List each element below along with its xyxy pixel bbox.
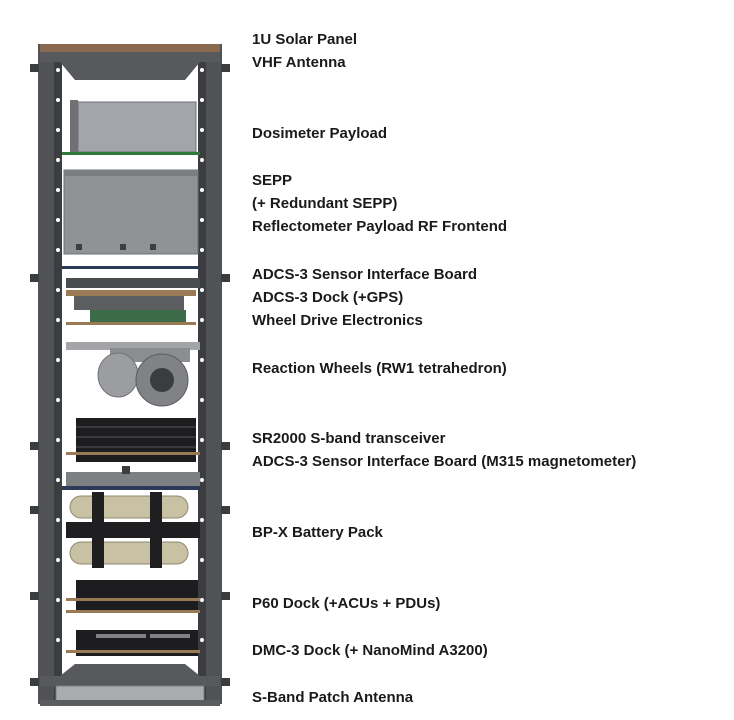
label-solar-panel-vhf: 1U Solar Panel VHF Antenna	[252, 28, 357, 74]
adcs-copper-rail	[66, 322, 196, 325]
battery-cell-top	[69, 495, 189, 519]
battery-plate-top	[62, 486, 200, 490]
adcs-sensor-board	[66, 278, 200, 288]
label-sband-transceiver: SR2000 S-band transceiver ADCS-3 Sensor …	[252, 427, 636, 473]
label-line: Reaction Wheels (RW1 tetrahedron)	[252, 360, 507, 377]
label-reaction-wheels: Reaction Wheels (RW1 tetrahedron)	[252, 357, 507, 380]
label-line: Dosimeter Payload	[252, 125, 388, 142]
right-rail-inner	[198, 50, 206, 700]
reaction-wheel-hub	[150, 368, 174, 392]
battery-cell-bottom	[69, 541, 189, 565]
left-rail-inner	[54, 50, 62, 700]
bottom-frame	[40, 664, 220, 686]
magnetometer-chip	[122, 466, 130, 474]
label-sepp: SEPP (+ Redundant SEPP) Reflectometer Pa…	[252, 169, 507, 238]
wheel-drive-pcb	[90, 310, 186, 322]
transceiver-copper	[66, 452, 200, 455]
top-frame	[40, 52, 220, 80]
label-line: VHF Antenna	[252, 54, 346, 71]
dosimeter-payload	[77, 101, 197, 153]
sband-patch-antenna	[55, 685, 205, 703]
sepp-connectors	[76, 244, 156, 250]
dmc3-copper	[66, 650, 200, 653]
solar-panel	[40, 44, 220, 52]
label-dmc3-dock: DMC-3 Dock (+ NanoMind A3200)	[252, 639, 488, 662]
transceiver-fins	[76, 426, 196, 448]
label-line: SR2000 S-band transceiver	[252, 430, 446, 447]
label-line: ADCS-3 Sensor Interface Board (M315 magn…	[252, 453, 637, 470]
sepp-module	[63, 169, 199, 255]
label-sband-patch: S-Band Patch Antenna	[252, 686, 413, 709]
dmc3-connectors	[96, 634, 190, 638]
adcs-dock-board	[66, 290, 196, 296]
label-line: SEPP	[252, 172, 293, 189]
reaction-wheel-1	[97, 352, 139, 398]
bottom-panel	[40, 700, 220, 706]
p60-dock-board	[76, 580, 198, 610]
battery-pcb	[66, 522, 200, 538]
adcs-board-top	[62, 266, 200, 269]
label-line: S-Band Patch Antenna	[252, 689, 414, 706]
sepp-shadow	[64, 170, 198, 176]
dosimeter-pcb	[62, 152, 200, 155]
adcs-components	[74, 296, 184, 310]
label-p60-dock: P60 Dock (+ACUs + PDUs)	[252, 592, 440, 615]
p60-copper-1	[66, 598, 200, 601]
rail-holes	[56, 68, 204, 682]
label-dosimeter: Dosimeter Payload	[252, 122, 387, 145]
label-line: Reflectometer Payload RF Frontend	[252, 218, 508, 235]
label-line: Wheel Drive Electronics	[252, 312, 423, 329]
side-screws	[30, 64, 230, 686]
label-line: ADCS-3 Dock (+GPS)	[252, 289, 404, 306]
reaction-wheel-plate	[66, 342, 200, 350]
label-line: BP-X Battery Pack	[252, 524, 383, 541]
label-battery-pack: BP-X Battery Pack	[252, 521, 383, 544]
label-line: ADCS-3 Sensor Interface Board	[252, 266, 478, 283]
p60-copper-2	[66, 610, 200, 613]
label-adcs: ADCS-3 Sensor Interface Board ADCS-3 Doc…	[252, 263, 477, 332]
sband-transceiver	[76, 418, 196, 462]
magnetometer-board	[66, 472, 200, 486]
dosimeter-standoff	[70, 100, 78, 154]
label-line: DMC-3 Dock (+ NanoMind A3200)	[252, 642, 488, 659]
label-line: 1U Solar Panel	[252, 31, 358, 48]
label-line: (+ Redundant SEPP)	[252, 195, 398, 212]
label-line: P60 Dock (+ACUs + PDUs)	[252, 595, 441, 612]
